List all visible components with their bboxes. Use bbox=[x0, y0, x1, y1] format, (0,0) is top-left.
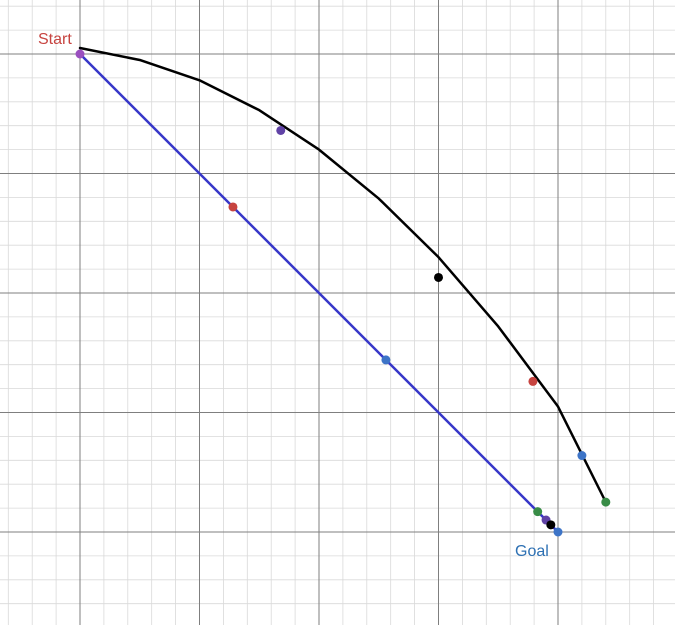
curved-path-points bbox=[276, 125, 611, 507]
curved-path-point[interactable] bbox=[276, 125, 286, 135]
goal-label: Goal bbox=[515, 543, 549, 560]
straight-path-points bbox=[75, 49, 563, 537]
curved-path-point[interactable] bbox=[528, 376, 538, 386]
curved-path[interactable] bbox=[78, 46, 608, 504]
straight-path[interactable] bbox=[78, 52, 560, 534]
straight-path-point[interactable] bbox=[533, 507, 543, 517]
curved-path-point[interactable] bbox=[601, 497, 611, 507]
curved-path-point[interactable] bbox=[577, 451, 587, 461]
straight-path-point[interactable] bbox=[75, 49, 85, 59]
straight-path-point[interactable] bbox=[381, 355, 391, 365]
straight-path-point[interactable] bbox=[546, 520, 556, 530]
curved-path-point[interactable] bbox=[434, 272, 443, 282]
start-label: Start bbox=[38, 31, 72, 48]
straight-path-point[interactable] bbox=[228, 202, 238, 212]
straight-path-point[interactable] bbox=[553, 527, 563, 537]
